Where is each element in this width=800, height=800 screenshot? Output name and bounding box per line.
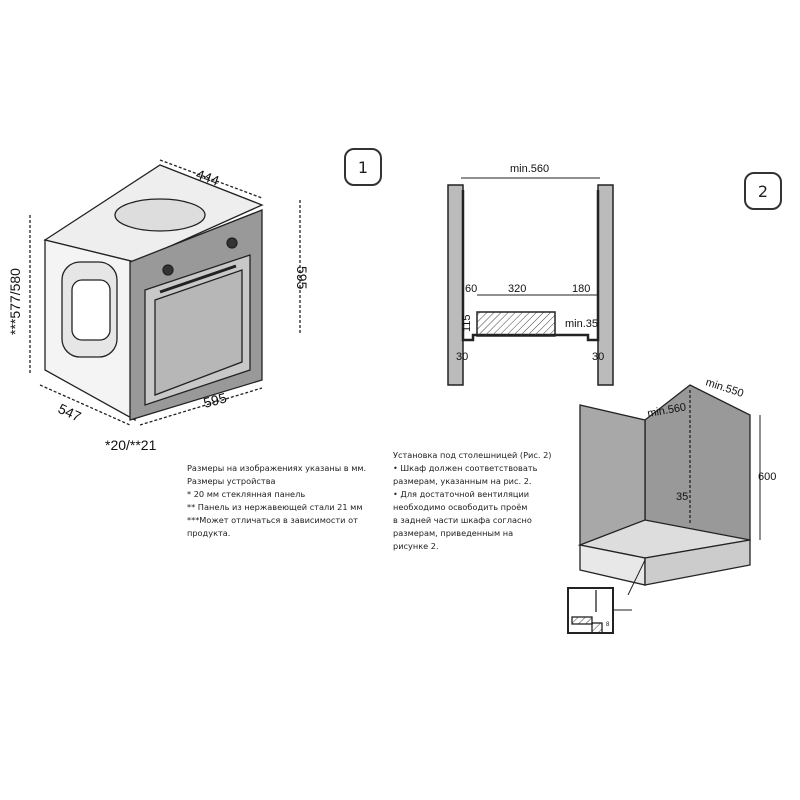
dim-min560-section: min.560 <box>510 163 549 175</box>
dim-180: 180 <box>572 283 590 295</box>
installation-notes: Установка под столешницей (Рис. 2) • Шка… <box>393 449 551 553</box>
dim-600: 600 <box>758 471 776 483</box>
device-notes: Размеры на изображениях указаны в мм. Ра… <box>187 462 366 540</box>
note-line: размерам, указанным на рис. 2. <box>393 476 532 486</box>
figure-2-badge: 2 <box>744 172 782 210</box>
dim-35: 35 <box>676 491 688 503</box>
note-line: ***Может отличаться в зависимости от <box>187 515 358 525</box>
dim-min35: min.35 <box>565 318 598 330</box>
note-line: Установка под столешницей (Рис. 2) <box>393 450 552 460</box>
dim-595-width: 595 <box>202 389 229 411</box>
note-line: • Для достаточной вентиляции <box>393 489 530 499</box>
note-line: продукта. <box>187 528 231 538</box>
note-line: рисунке 2. <box>393 541 439 551</box>
dim-595-height: 595 <box>294 266 310 290</box>
dim-115: 115 <box>461 314 473 332</box>
note-line: ** Панель из нержавеющей стали 21 мм <box>187 502 363 512</box>
cabinet-section-drawing <box>447 177 614 386</box>
cabinet-iso-drawing <box>567 384 761 634</box>
note-line: в задней части шкафа согласно <box>393 515 532 525</box>
dim-60: 60 <box>465 283 477 295</box>
note-line: • Шкаф должен соответствовать <box>393 463 538 473</box>
note-line: Размеры устройства <box>187 476 276 486</box>
detail-8: 8 <box>606 622 610 628</box>
note-line: необходимо освободить проём <box>393 502 528 512</box>
dim-547: 547 <box>56 400 84 424</box>
dim-front-panel: *20/**21 <box>105 437 157 453</box>
dim-30-left: 30 <box>456 351 468 363</box>
figure-1-badge: 1 <box>344 148 382 186</box>
dim-444: 444 <box>194 166 222 189</box>
dim-320: 320 <box>508 283 526 295</box>
note-line: Размеры на изображениях указаны в мм. <box>187 463 367 473</box>
dim-577-580: ***577/580 <box>7 268 23 335</box>
note-line: * 20 мм стеклянная панель <box>187 489 306 499</box>
oven-drawing <box>29 159 301 426</box>
dim-30-right: 30 <box>592 351 604 363</box>
note-line: размерам, приведенным на <box>393 528 514 538</box>
